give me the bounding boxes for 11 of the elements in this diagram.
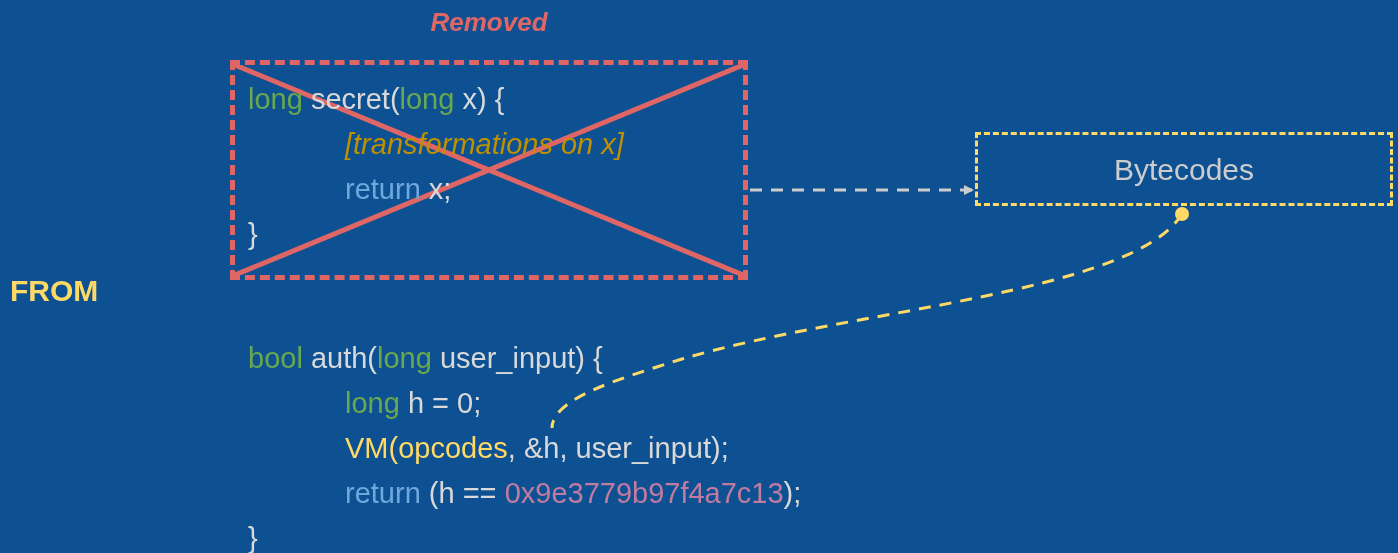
leader-line (550, 207, 1189, 429)
box-label: Bytecodes (1113, 151, 1255, 188)
code-line: return (h == 0x9e3779b97f4a7c13); (345, 476, 802, 511)
side-label: FROM (10, 273, 99, 309)
code-line: VM(opcodes, &h, user_input); (345, 426, 729, 471)
code-line: long h = 0; (345, 386, 482, 421)
arrow (750, 185, 974, 195)
code-line: } (248, 217, 258, 252)
heading: Removed (430, 6, 548, 39)
code-line: bool auth(long user_input) { (248, 341, 603, 376)
process-box (975, 132, 1393, 206)
